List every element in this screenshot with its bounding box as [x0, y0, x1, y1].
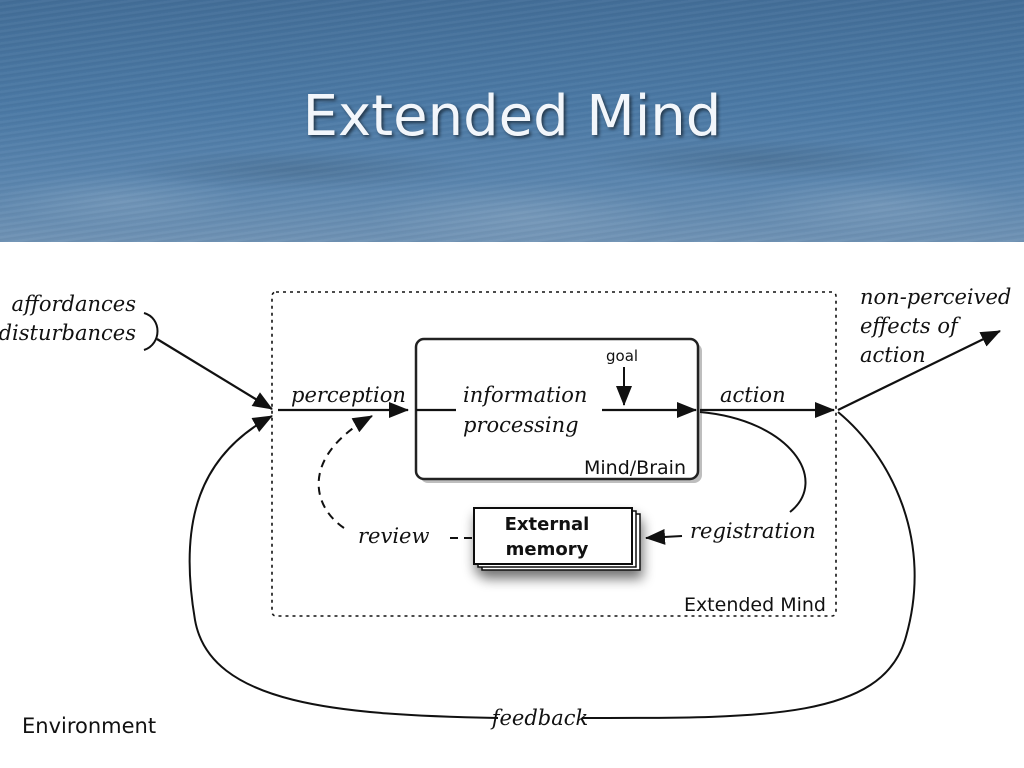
action-label: action	[720, 383, 786, 407]
title-banner	[0, 0, 1024, 242]
registration-arrow	[645, 528, 683, 545]
goal-label: goal	[606, 347, 638, 365]
mind-brain-label: Mind/Brain	[584, 457, 686, 479]
mind-brain-box	[414, 337, 702, 483]
processing-label: processing	[463, 413, 579, 437]
affordances-label: affordances	[11, 292, 136, 316]
output-action-label: action	[860, 343, 926, 367]
memory-label: memory	[506, 539, 589, 560]
external-memory-stack	[473, 507, 641, 571]
external-label: External	[505, 514, 590, 535]
feedback-curve-left	[188, 415, 499, 719]
disturbances-label: disturbances	[0, 321, 136, 345]
feedback-curve-right	[581, 411, 916, 720]
effects-of-label: effects of	[860, 314, 961, 338]
input-brace	[143, 312, 159, 351]
extended-mind-label: Extended Mind	[684, 594, 826, 616]
feedback-label: feedback	[490, 706, 589, 730]
environment-label: Environment	[22, 714, 156, 738]
registration-label: registration	[690, 519, 816, 543]
information-label: information	[463, 383, 587, 407]
perception-label: perception	[291, 383, 406, 407]
registration-curve	[699, 411, 807, 513]
extended-mind-boundary	[271, 291, 837, 617]
review-arrow	[317, 415, 373, 529]
review-label: review	[358, 524, 429, 548]
non-perceived-label: non-perceived	[860, 285, 1011, 309]
output-arrow	[837, 330, 1001, 411]
slide-title: Extended Mind	[302, 84, 722, 149]
input-arrow	[156, 338, 273, 410]
